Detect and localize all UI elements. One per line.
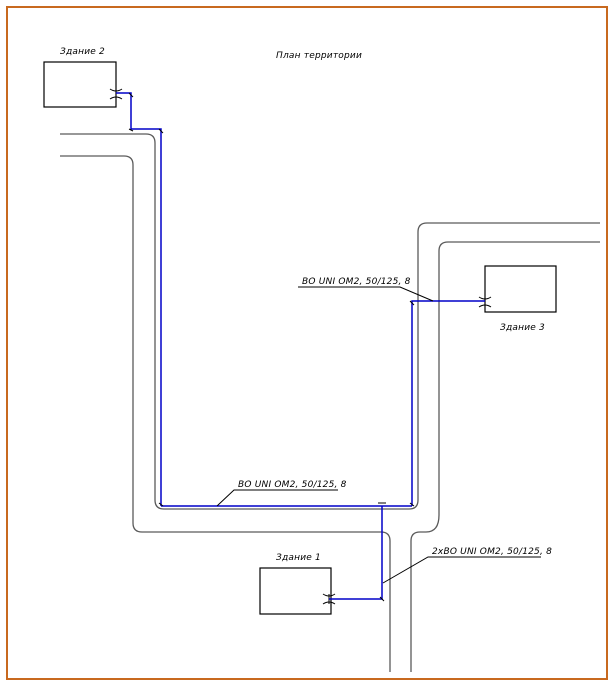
cable-building-2-to-trunk: [116, 92, 162, 506]
cable-label-building-1: 2хВО UNI OM2, 50/125, 8: [382, 547, 552, 584]
cable-label-main-trunk: ВО UNI OM2, 50/125, 8: [216, 480, 347, 507]
building-1-box[interactable]: [259, 567, 332, 615]
building-3-box[interactable]: [484, 265, 557, 313]
connector-building-2: [109, 88, 123, 100]
drawing-frame: [6, 6, 608, 680]
building-2-box[interactable]: [43, 61, 117, 108]
cable-trunk-to-building-3: [411, 300, 485, 506]
road-right-edge: [410, 241, 600, 672]
connector-building-3: [478, 296, 492, 308]
building-1-label: Здание 1: [276, 553, 321, 563]
road-outer-edge: [60, 133, 600, 510]
cable-label-main-trunk-text: ВО UNI OM2, 50/125, 8: [238, 480, 347, 490]
cable-label-building-3: ВО UNI OM2, 50/125, 8: [298, 277, 434, 302]
road-inner-edge: [60, 155, 391, 672]
plan-title: План территории: [276, 51, 362, 61]
cable-label-building-3-text: ВО UNI OM2, 50/125, 8: [302, 277, 411, 287]
building-3-label: Здание 3: [500, 323, 545, 333]
building-2-label: Здание 2: [60, 47, 105, 57]
bend-markers: [128, 92, 415, 602]
cable-label-building-1-text: 2хВО UNI OM2, 50/125, 8: [432, 547, 552, 557]
cable-trunk-to-building-1: [329, 506, 383, 600]
